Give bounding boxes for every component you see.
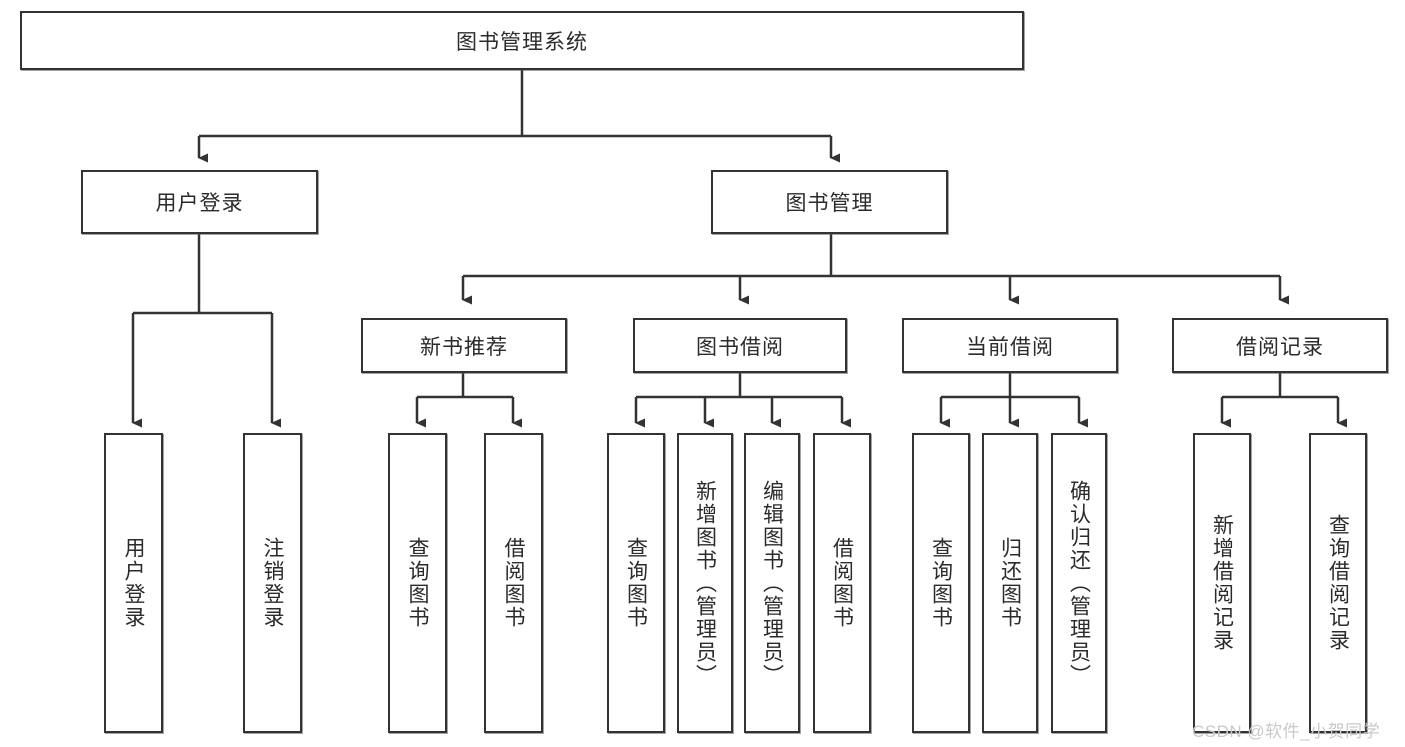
csdn-watermark: CSDN @软件_小贺同学 (1192, 722, 1381, 741)
node-leaf-borrow-book-1-label: 借阅图书 (502, 537, 525, 629)
node-book-manage-label: 图书管理 (785, 192, 874, 215)
node-leaf-confirm-return[interactable]: 确认归还（管理员） (1051, 433, 1107, 733)
node-leaf-query-record[interactable]: 查询借阅记录 (1309, 433, 1367, 733)
node-new-book-rec-label: 新书推荐 (420, 335, 508, 359)
node-leaf-edit-book-label: 编辑图书（管理员） (760, 479, 784, 687)
node-leaf-borrow-book-2[interactable]: 借阅图书 (813, 433, 871, 733)
node-leaf-query-book-2-label: 查询图书 (624, 537, 648, 629)
node-leaf-user-login[interactable]: 用户登录 (104, 433, 163, 733)
node-leaf-logout[interactable]: 注销登录 (243, 433, 302, 733)
node-book-manage[interactable]: 图书管理 (711, 170, 948, 234)
node-leaf-add-record[interactable]: 新增借阅记录 (1193, 433, 1251, 733)
node-leaf-query-book-1-label: 查询图书 (406, 537, 429, 629)
node-leaf-borrow-book-1[interactable]: 借阅图书 (484, 433, 543, 733)
node-leaf-query-record-label: 查询借阅记录 (1326, 514, 1350, 652)
node-book-borrow[interactable]: 图书借阅 (633, 318, 847, 373)
node-leaf-user-login-label: 用户登录 (122, 537, 145, 629)
node-root[interactable]: 图书管理系统 (20, 11, 1024, 70)
node-leaf-edit-book[interactable]: 编辑图书（管理员） (744, 433, 800, 733)
node-leaf-return-book[interactable]: 归还图书 (982, 433, 1038, 733)
node-borrow-record[interactable]: 借阅记录 (1172, 318, 1388, 373)
node-leaf-logout-label: 注销登录 (261, 537, 284, 629)
node-current-borrow-label: 当前借阅 (966, 335, 1054, 359)
node-leaf-confirm-return-label: 确认归还（管理员） (1067, 479, 1091, 687)
node-current-borrow[interactable]: 当前借阅 (902, 318, 1118, 373)
node-leaf-add-book-label: 新增图书（管理员） (693, 479, 717, 687)
node-root-label: 图书管理系统 (456, 30, 588, 54)
node-new-book-rec[interactable]: 新书推荐 (361, 318, 567, 373)
node-leaf-return-book-label: 归还图书 (998, 537, 1022, 629)
node-book-borrow-label: 图书借阅 (696, 335, 784, 359)
node-user-login[interactable]: 用户登录 (81, 170, 318, 234)
node-leaf-borrow-book-2-label: 借阅图书 (830, 537, 854, 629)
node-leaf-add-book[interactable]: 新增图书（管理员） (677, 433, 733, 733)
node-leaf-query-book-3[interactable]: 查询图书 (912, 433, 970, 733)
node-leaf-add-record-label: 新增借阅记录 (1210, 514, 1234, 652)
node-leaf-query-book-3-label: 查询图书 (929, 537, 953, 629)
node-leaf-query-book-1[interactable]: 查询图书 (388, 433, 447, 733)
node-user-login-label: 用户登录 (155, 192, 244, 215)
node-leaf-query-book-2[interactable]: 查询图书 (607, 433, 665, 733)
node-borrow-record-label: 借阅记录 (1236, 335, 1324, 359)
